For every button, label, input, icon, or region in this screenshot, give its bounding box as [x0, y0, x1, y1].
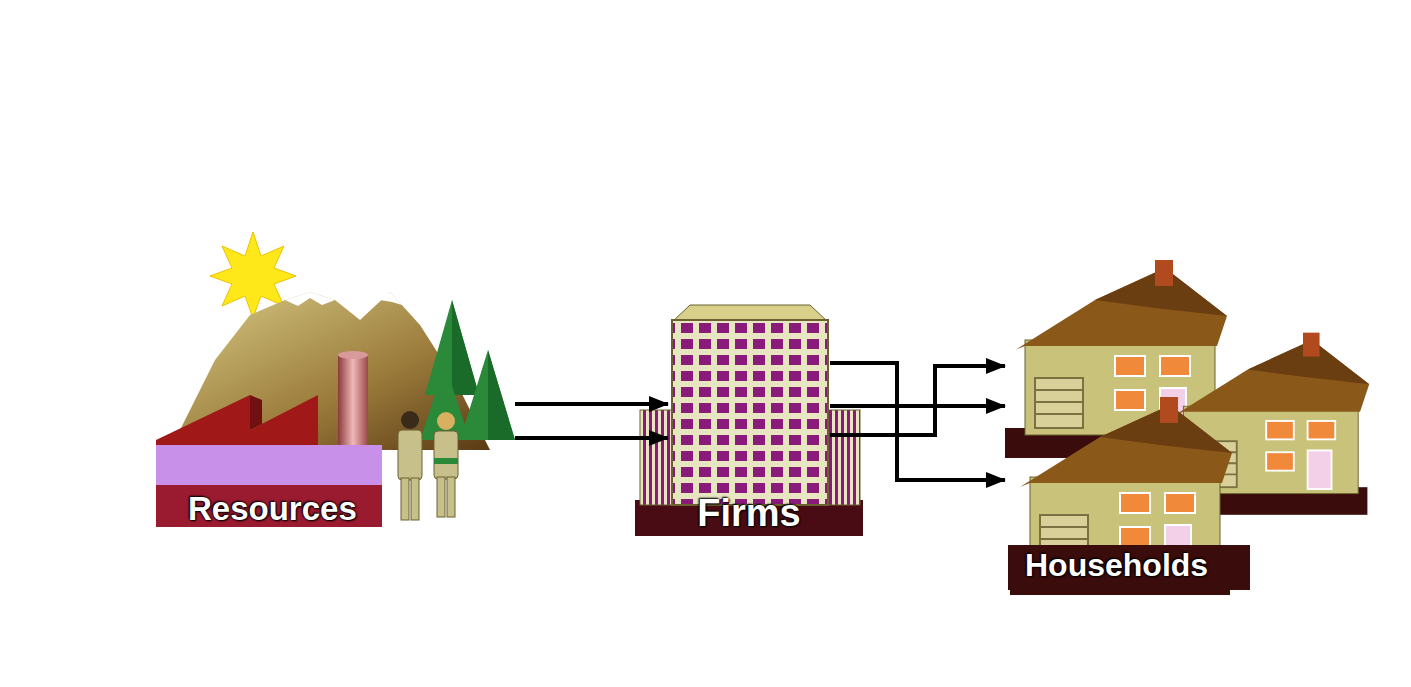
resources-scene: Resources	[155, 235, 515, 535]
flow-arrow	[830, 404, 1005, 408]
node-label: Firms	[697, 494, 800, 534]
houses	[1005, 260, 1369, 595]
firms-building: Firms	[668, 300, 830, 540]
office-building	[635, 305, 863, 536]
node-label: Resources	[188, 492, 357, 527]
flow-arrow	[830, 366, 1005, 435]
tree	[460, 350, 515, 440]
tree	[425, 300, 479, 395]
tree	[420, 365, 470, 440]
factory-wall	[156, 445, 382, 527]
flow-arrow	[515, 402, 668, 406]
households-group: Households	[1005, 255, 1370, 590]
people	[398, 411, 458, 520]
node-label: Households	[1025, 549, 1208, 583]
flow-arrow	[515, 436, 668, 440]
flow-arrow	[830, 363, 1005, 480]
smokestack	[338, 355, 368, 455]
